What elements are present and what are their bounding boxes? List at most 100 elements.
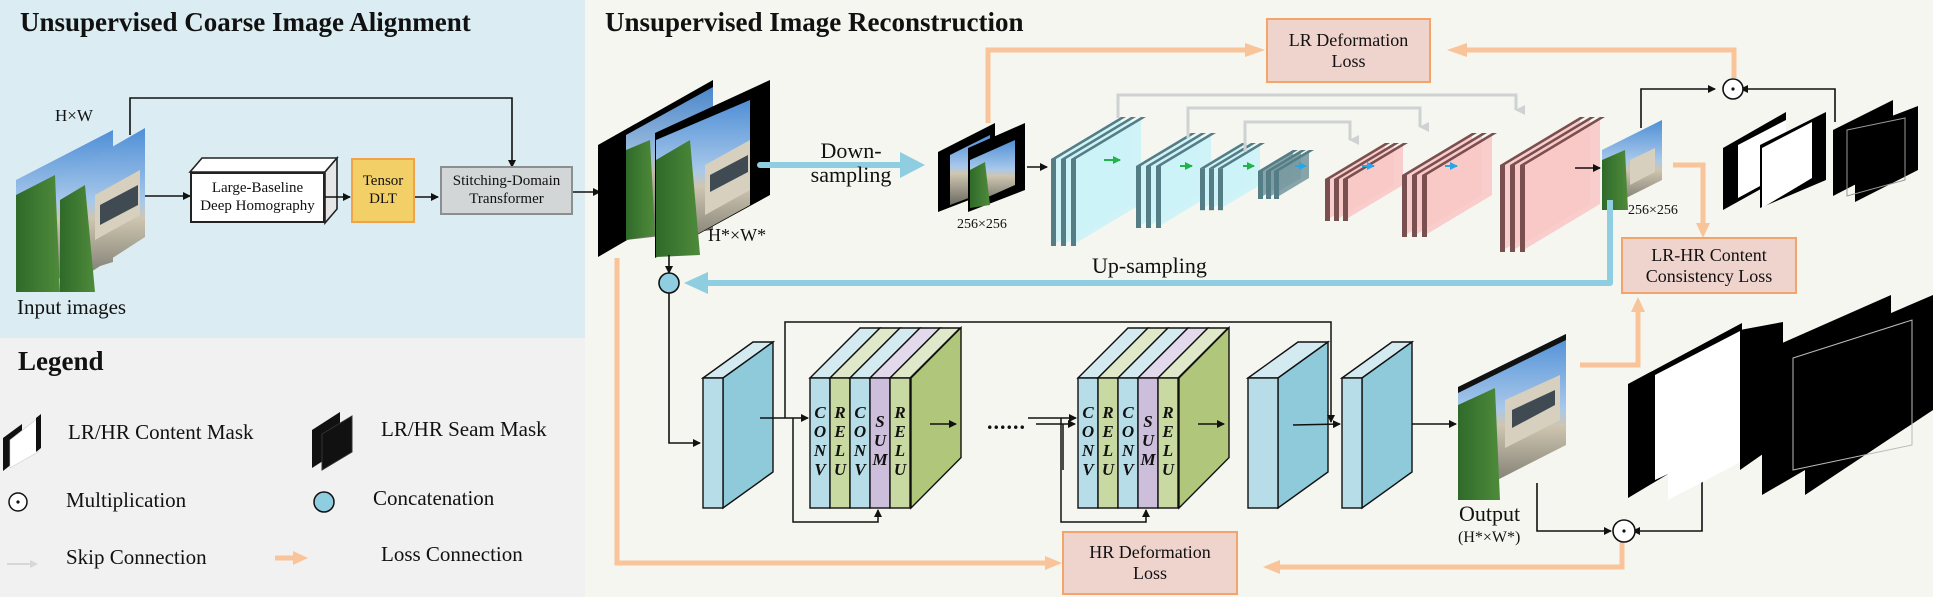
- hr-conv-1: [1245, 340, 1331, 510]
- upsampling-arrow: [684, 200, 1613, 294]
- encoder-block-3: [1200, 143, 1265, 211]
- decoder-block-2-slab-edge: [1402, 175, 1407, 237]
- hr-input-conv-front: [702, 377, 724, 509]
- downsampling-arrow: [757, 152, 925, 178]
- legend-concatenation-label: Concatenation: [373, 486, 495, 510]
- encoder-block-3-slab-edge: [1209, 168, 1214, 211]
- encoder-block-2-slab-face: [1156, 133, 1211, 228]
- unet: [1051, 93, 1605, 252]
- downsampling-label: Down- sampling: [806, 138, 896, 187]
- arrow-seam-to-mult: [1740, 85, 1836, 122]
- input-skip-arrow: [129, 97, 516, 168]
- legend-multiplication-label: Multiplication: [66, 488, 187, 512]
- encoder-block-2-slab-top: [1146, 133, 1206, 166]
- encoder-block-2-slab-edge: [1146, 166, 1151, 228]
- encoder-block-3-slab-face: [1218, 143, 1260, 211]
- output-label: Output: [1459, 501, 1521, 526]
- arrow-output-to-mult: [1536, 483, 1612, 535]
- decoder-block-2-slab-edge: [1422, 175, 1427, 237]
- warped-size-label: H*×W*: [708, 225, 767, 245]
- resblock-1-residual-arrow: [792, 418, 882, 523]
- resblock-1: [760, 325, 962, 523]
- unet-skip-connection: [1116, 93, 1525, 118]
- hr-output-image: [1458, 334, 1566, 500]
- hr-multiplication-node: [1612, 519, 1636, 543]
- encoder-block-1-slab-edge: [1061, 159, 1066, 246]
- concatenation-node: [658, 272, 680, 294]
- legend-seam-mask-label: LR/HR Seam Mask: [381, 417, 547, 441]
- legend-skip-connection-icon: [7, 560, 38, 568]
- encoder-block-1: [1051, 117, 1146, 246]
- resblock-1-layer-face: [889, 377, 911, 509]
- legend-loss-connection-icon: [275, 551, 308, 565]
- homography-line-2: Deep Homography: [200, 197, 315, 214]
- output-size-label: (H*×W*): [1458, 529, 1521, 546]
- resblock-2-residual-arrow: [1060, 418, 1150, 523]
- encoder-block-1-slab-top: [1051, 117, 1126, 159]
- decoder-block-2-slab-edge: [1412, 175, 1417, 237]
- hr-seam-mask: [1762, 295, 1933, 495]
- unet-skip-connection: [1186, 106, 1429, 138]
- legend-concatenation-icon: [313, 491, 335, 513]
- loss-connections: [614, 47, 1737, 570]
- legend-title: Legend: [18, 346, 104, 376]
- bottleneck-block-slab-top: [1258, 150, 1298, 171]
- decoder-block-3-slab-face: [1520, 117, 1600, 252]
- hr-conv-2-front: [1341, 377, 1363, 509]
- bottleneck-block: [1258, 150, 1314, 199]
- consistency-loss-line-1: LR-HR Content: [1651, 244, 1767, 265]
- encoder-block-3-slab-edge: [1218, 168, 1223, 211]
- decoder-block-1-slab-top: [1343, 143, 1408, 179]
- decoder-block-1: [1325, 143, 1408, 221]
- arrow-lr-output-to-mult: [1640, 85, 1716, 128]
- legend-panel: [0, 338, 585, 597]
- decoder-block-2-slab-top: [1412, 133, 1487, 175]
- decoder-block-3-slab-edge: [1500, 165, 1505, 252]
- loss-arrowheads: [1045, 43, 1710, 574]
- reconstruction-title: Unsupervised Image Reconstruction: [605, 7, 1024, 37]
- encoder-block-3-slab-top: [1218, 143, 1265, 169]
- legend-multiplication-icon: [8, 492, 28, 512]
- decoder-block-1-slab-top: [1325, 143, 1390, 179]
- unet-skip-connection: [1243, 120, 1359, 152]
- decoder-block-3-slab-top: [1510, 117, 1595, 165]
- decoder-block-1-slab-top: [1334, 143, 1399, 179]
- ellipsis: ......: [987, 409, 1026, 434]
- consistency-loss-line-2: Consistency Loss: [1645, 265, 1773, 286]
- lr-input-size-label: 256×256: [957, 217, 1007, 232]
- hr-content-mask: [1628, 322, 1783, 500]
- decoder-block-3-slab-top: [1520, 117, 1605, 165]
- lr-input-image: [938, 123, 1025, 212]
- bottleneck-block-slab-top: [1266, 150, 1306, 171]
- lr-output-size-label: 256×256: [1628, 203, 1678, 218]
- input-size-label: H×W: [55, 106, 93, 125]
- decoder-block-2-slab-face: [1422, 133, 1492, 237]
- alignment-title: Unsupervised Coarse Image Alignment: [20, 7, 471, 37]
- arrow-conv1-to-conv2: [1292, 420, 1341, 429]
- bottleneck-block-slab-edge: [1274, 171, 1279, 199]
- homography-line-1: Large-Baseline: [211, 180, 304, 197]
- decoder-block-3-slab-edge: [1520, 165, 1525, 252]
- encoder-block-1-slab-top: [1061, 117, 1136, 159]
- lr-loss-line-2: Loss: [1331, 50, 1366, 71]
- legend-content-mask-icon: [3, 414, 41, 471]
- downsampling-line-1: Down-: [820, 138, 882, 163]
- bottleneck-block-slab-edge: [1258, 171, 1263, 199]
- dlt-line-2: DLT: [369, 190, 397, 207]
- legend-content-mask-label: LR/HR Content Mask: [68, 420, 254, 444]
- hr-network: [700, 321, 1415, 523]
- encoder-block-3-slab-top: [1200, 143, 1247, 169]
- lr-multiplication-node: [1722, 78, 1744, 100]
- legend-seam-mask-icon: [312, 412, 353, 471]
